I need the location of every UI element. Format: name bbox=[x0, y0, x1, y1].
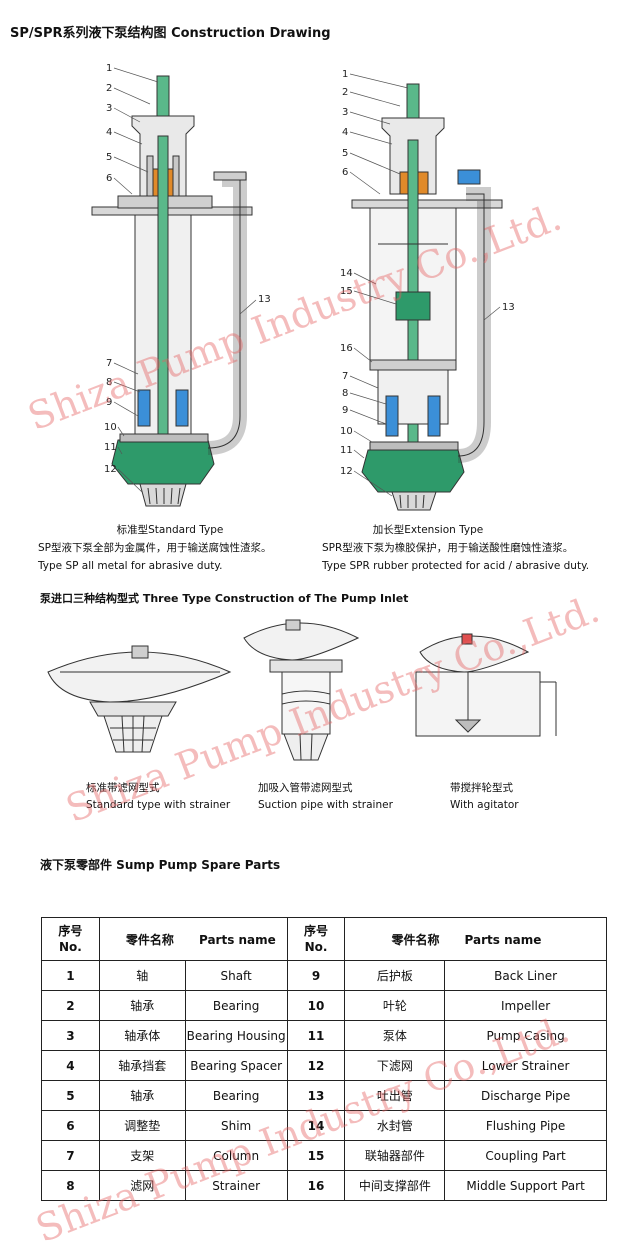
svg-text:4: 4 bbox=[342, 127, 348, 138]
svg-text:9: 9 bbox=[342, 405, 348, 416]
inlet-standard-en: Standard type with strainer bbox=[86, 799, 231, 811]
svg-text:1: 1 bbox=[342, 69, 348, 80]
svg-text:5: 5 bbox=[342, 148, 348, 159]
svg-text:12: 12 bbox=[340, 466, 353, 477]
svg-text:10: 10 bbox=[340, 426, 353, 437]
svg-text:7: 7 bbox=[106, 358, 112, 369]
spare-parts-title: 液下泵零部件 Sump Pump Spare Parts bbox=[40, 858, 281, 872]
pump-inlet-drawings bbox=[47, 619, 557, 761]
svg-text:4: 4 bbox=[106, 127, 112, 138]
inlet-agitator-drawing bbox=[415, 633, 557, 737]
svg-text:3: 3 bbox=[342, 107, 348, 118]
standard-type-desc-cn: SP型液下泵全部为金属件，用于输送腐蚀性渣浆。 bbox=[38, 542, 272, 554]
svg-text:16: 16 bbox=[340, 343, 353, 354]
extension-type-desc-en: Type SPR rubber protected for acid / abr… bbox=[322, 560, 590, 572]
inlet-standard-strainer-drawing bbox=[47, 645, 232, 753]
inlet-suction-en: Suction pipe with strainer bbox=[258, 799, 393, 811]
svg-text:7: 7 bbox=[342, 371, 348, 382]
inlet-suction-cn: 加吸入管带滤网型式 bbox=[258, 782, 353, 794]
svg-text:12: 12 bbox=[104, 464, 117, 475]
inlet-agitator-cn: 带搅拌轮型式 bbox=[450, 782, 513, 794]
header-parts-name-2: 零件名称 Parts name bbox=[344, 917, 607, 961]
svg-text:2: 2 bbox=[106, 83, 112, 94]
pump-inlet-title: 泵进口三种结构型式 Three Type Construction of The… bbox=[40, 592, 409, 605]
inlet-standard-cn: 标准带滤网型式 bbox=[86, 782, 160, 794]
svg-text:14: 14 bbox=[340, 268, 353, 279]
inlet-agitator-en: With agitator bbox=[450, 799, 519, 811]
svg-text:15: 15 bbox=[340, 286, 353, 297]
svg-text:3: 3 bbox=[106, 103, 112, 114]
svg-text:13: 13 bbox=[502, 302, 515, 313]
svg-text:5: 5 bbox=[106, 152, 112, 163]
standard-type-desc-en: Type SP all metal for abrasive duty. bbox=[38, 560, 223, 572]
standard-pump-drawing bbox=[91, 75, 253, 507]
svg-text:10: 10 bbox=[104, 422, 117, 433]
svg-text:9: 9 bbox=[106, 397, 112, 408]
extension-type-title: 加长型Extension Type bbox=[372, 524, 484, 536]
svg-text:6: 6 bbox=[342, 167, 348, 178]
inlet-suction-pipe-drawing bbox=[243, 619, 360, 761]
extension-type-desc-cn: SPR型液下泵为橡胶保护，用于输送酸性磨蚀性渣浆。 bbox=[322, 542, 574, 554]
extension-pump-drawing bbox=[351, 83, 503, 511]
svg-text:13: 13 bbox=[258, 294, 271, 305]
header-parts-name: 零件名称 Parts name bbox=[98, 917, 288, 961]
svg-text:6: 6 bbox=[106, 173, 112, 184]
svg-text:11: 11 bbox=[340, 445, 353, 456]
svg-text:2: 2 bbox=[342, 87, 348, 98]
svg-text:1: 1 bbox=[106, 63, 112, 74]
svg-text:8: 8 bbox=[106, 377, 112, 388]
svg-text:8: 8 bbox=[342, 388, 348, 399]
svg-text:11: 11 bbox=[104, 442, 117, 453]
construction-drawing-title: SP/SPR系列液下泵结构图 Construction Drawing bbox=[10, 26, 331, 41]
standard-type-title: 标准型Standard Type bbox=[116, 524, 224, 536]
